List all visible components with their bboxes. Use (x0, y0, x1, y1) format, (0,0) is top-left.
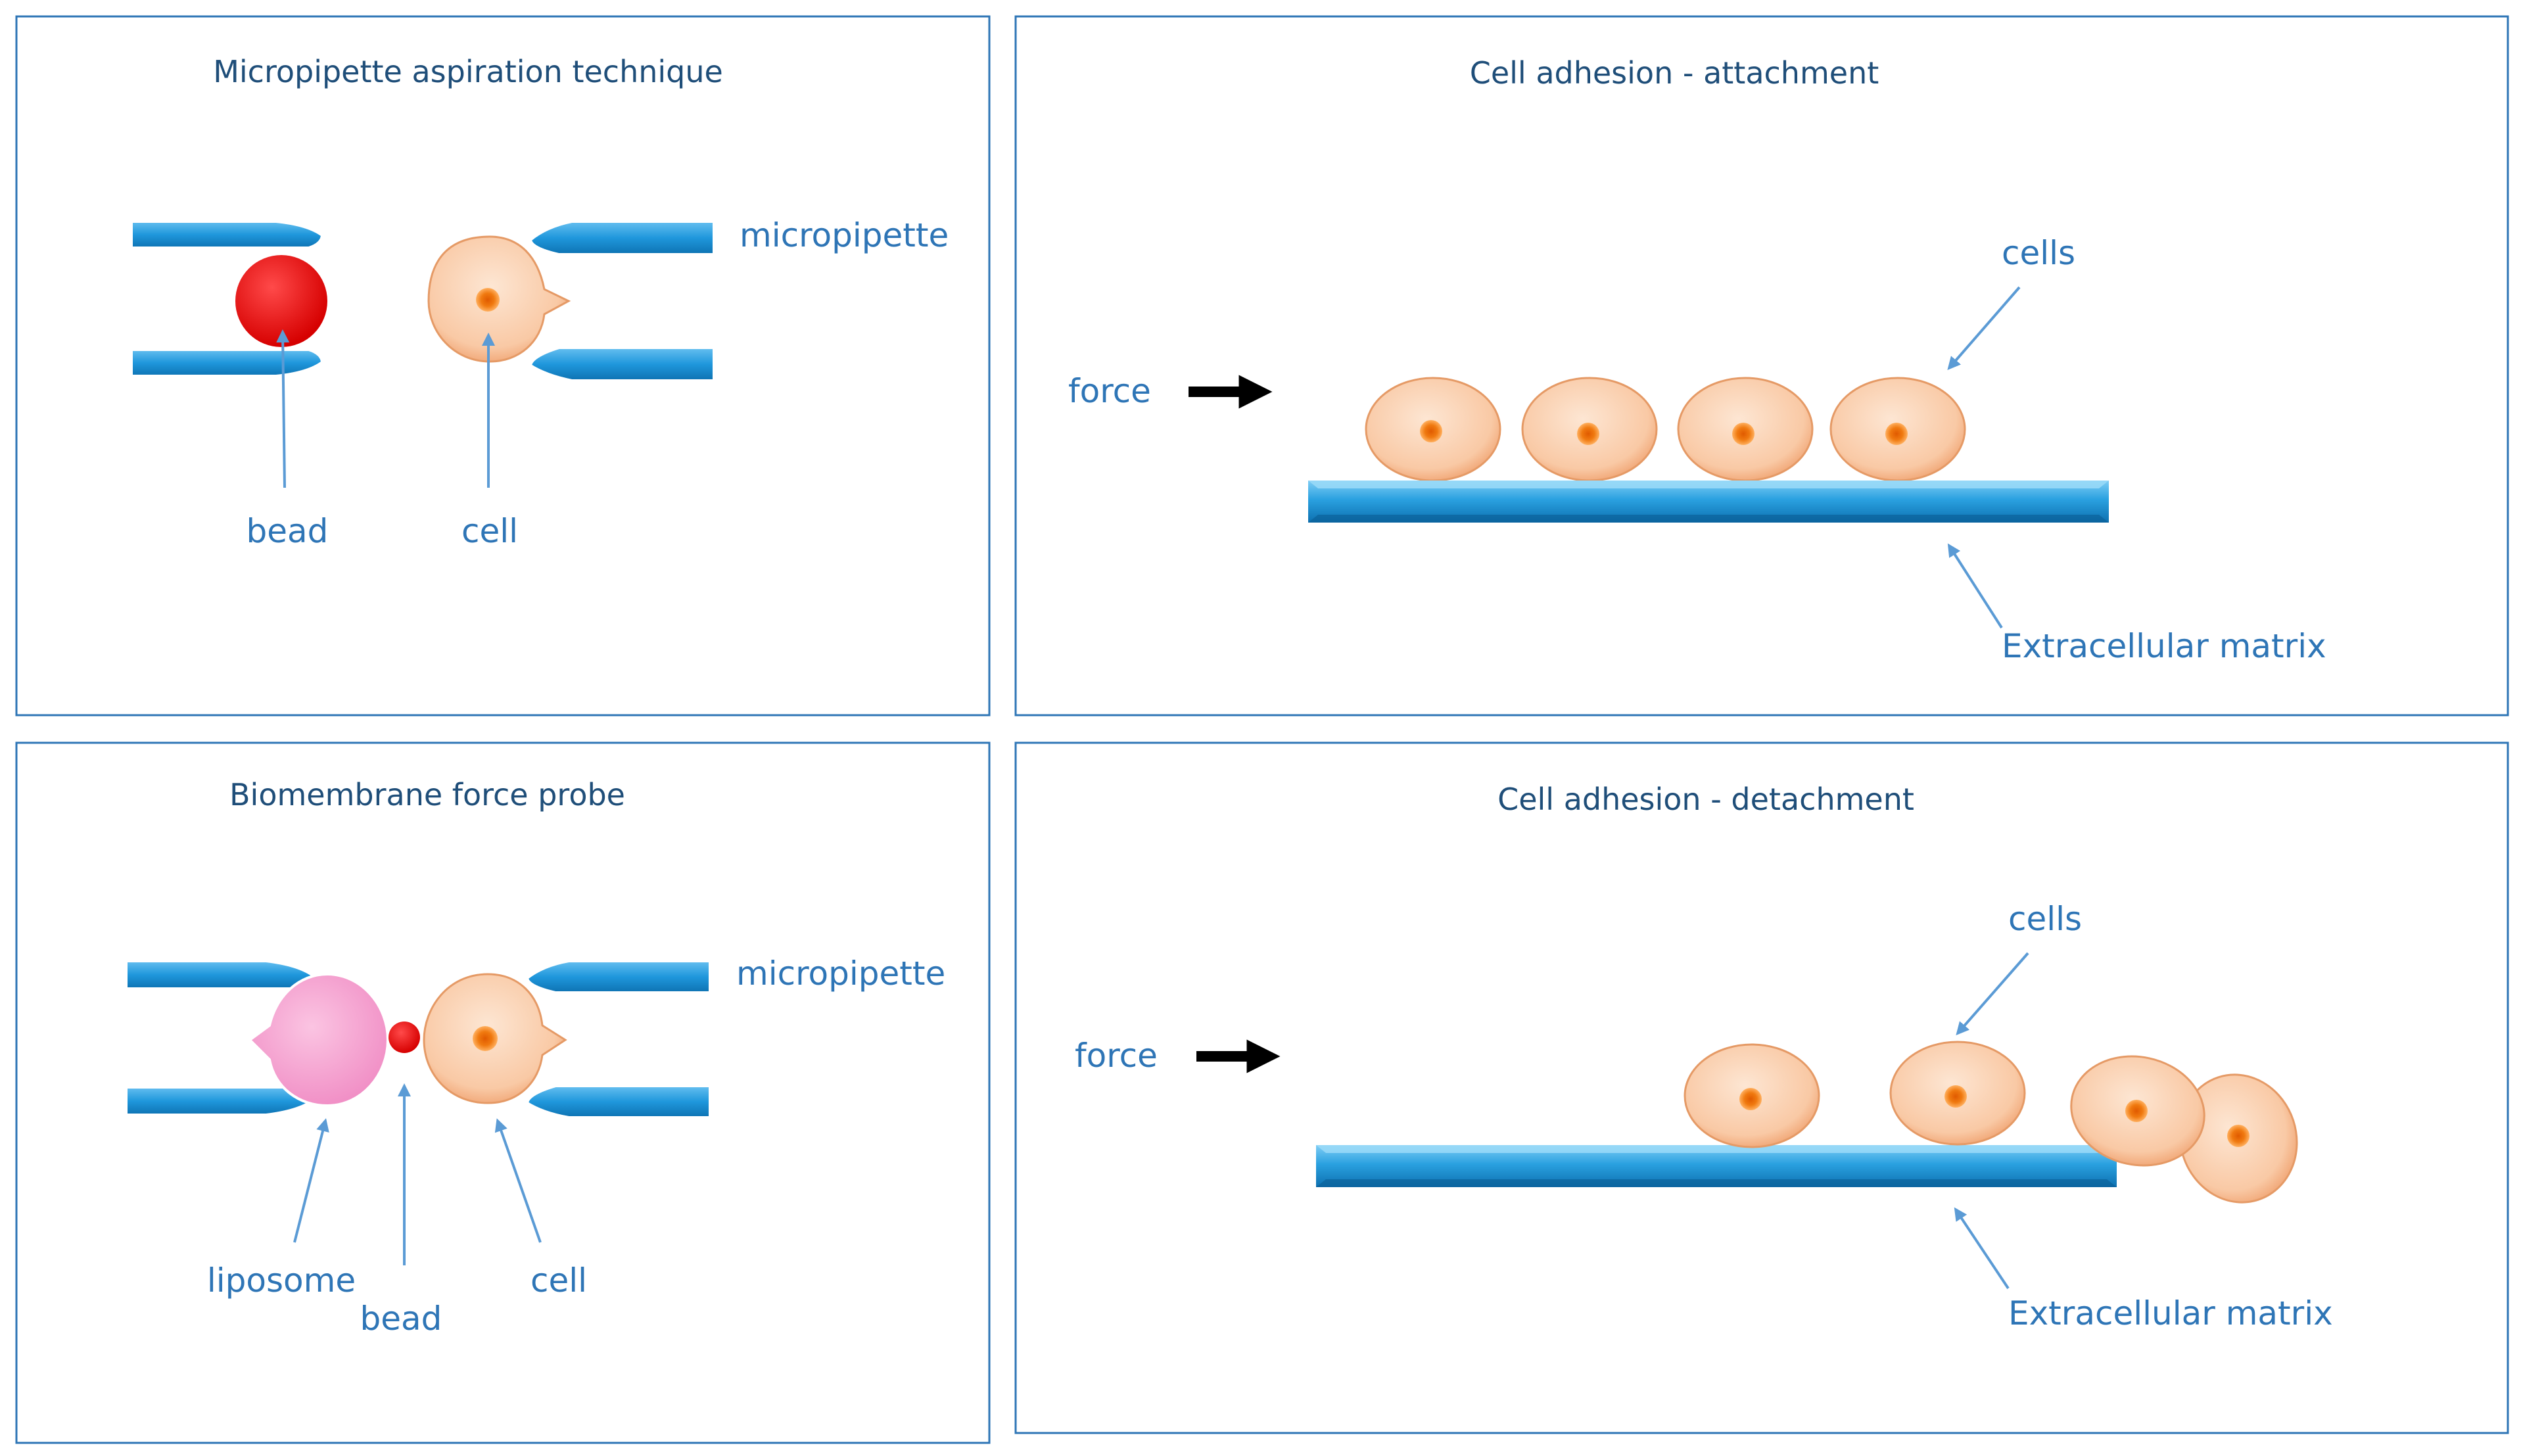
cell (1521, 377, 1658, 482)
nucleus (1732, 423, 1755, 445)
cell-label: cell (530, 1261, 587, 1300)
right-micropipette (526, 218, 718, 385)
cell-pointer (494, 1118, 542, 1243)
pipette-top (526, 218, 718, 258)
nucleus (1739, 1088, 1762, 1110)
panel-title: Cell adhesion - detachment (1497, 782, 1914, 817)
liposome-pointer (293, 1118, 329, 1243)
nucleus (1944, 1085, 1967, 1108)
pipette-top (523, 957, 714, 997)
matrix-pointer (1954, 1207, 2010, 1290)
nucleus (1577, 423, 1599, 445)
detached-cell (2179, 1073, 2298, 1204)
extracellular-matrix (1316, 1145, 2117, 1187)
right-micropipette (523, 957, 714, 1121)
pipette-top (122, 957, 318, 993)
bead-label: bead (247, 512, 329, 550)
pipette-bottom (128, 346, 327, 380)
cell-row (1684, 1041, 2298, 1204)
nucleus (2125, 1100, 2148, 1122)
panel-title: Biomembrane force probe (229, 777, 625, 812)
cells-label: cells (2002, 234, 2075, 272)
matrix-pointer (1947, 543, 2003, 629)
cells-pointer (1956, 952, 2029, 1036)
force-label: force (1075, 1037, 1158, 1075)
cell (1829, 377, 1966, 482)
cell (427, 235, 571, 363)
cell (423, 973, 567, 1104)
pipette-bottom (523, 1082, 714, 1121)
pipette-bottom (526, 344, 718, 385)
nucleus (476, 288, 500, 312)
bead-pointer (276, 329, 290, 488)
panel-attachment: Cell adhesion - attachment force (1014, 15, 2509, 716)
matrix-label: Extracellular matrix (2002, 627, 2326, 665)
panel-biomembrane-force-probe: Biomembrane force probe micropipette lip… (15, 741, 991, 1444)
micropipette-label: micropipette (740, 216, 949, 254)
bead (235, 255, 327, 347)
cell (1677, 377, 1814, 482)
cell-row (1365, 377, 1966, 482)
cell-label: cell (461, 512, 518, 550)
cell (1684, 1043, 1820, 1148)
nucleus (1420, 420, 1442, 442)
cells-label: cells (2008, 900, 2082, 938)
liposome-label: liposome (207, 1261, 356, 1300)
bead (389, 1022, 420, 1053)
cell (1889, 1041, 2026, 1146)
pipette-top (128, 218, 327, 252)
panel-border (1014, 15, 2509, 716)
extracellular-matrix (1308, 481, 2109, 523)
panel-detachment: Cell adhesion - detachment force (1014, 741, 2509, 1434)
panel-title: Micropipette aspiration technique (213, 54, 723, 89)
force-label: force (1068, 372, 1151, 410)
liposome (247, 972, 390, 1108)
micropipette-label: micropipette (736, 954, 945, 993)
nucleus (473, 1026, 498, 1051)
nucleus (2227, 1125, 2250, 1147)
panel-title: Cell adhesion - attachment (1470, 55, 1879, 91)
cells-pointer (1947, 286, 2021, 371)
matrix-label: Extracellular matrix (2008, 1294, 2333, 1332)
cell (1365, 377, 1501, 482)
nucleus (1885, 423, 1908, 445)
bead-label: bead (360, 1300, 442, 1338)
panel-micropipette-aspiration: Micropipette aspiration technique microp… (15, 15, 991, 716)
detached-cell (2070, 1055, 2205, 1167)
